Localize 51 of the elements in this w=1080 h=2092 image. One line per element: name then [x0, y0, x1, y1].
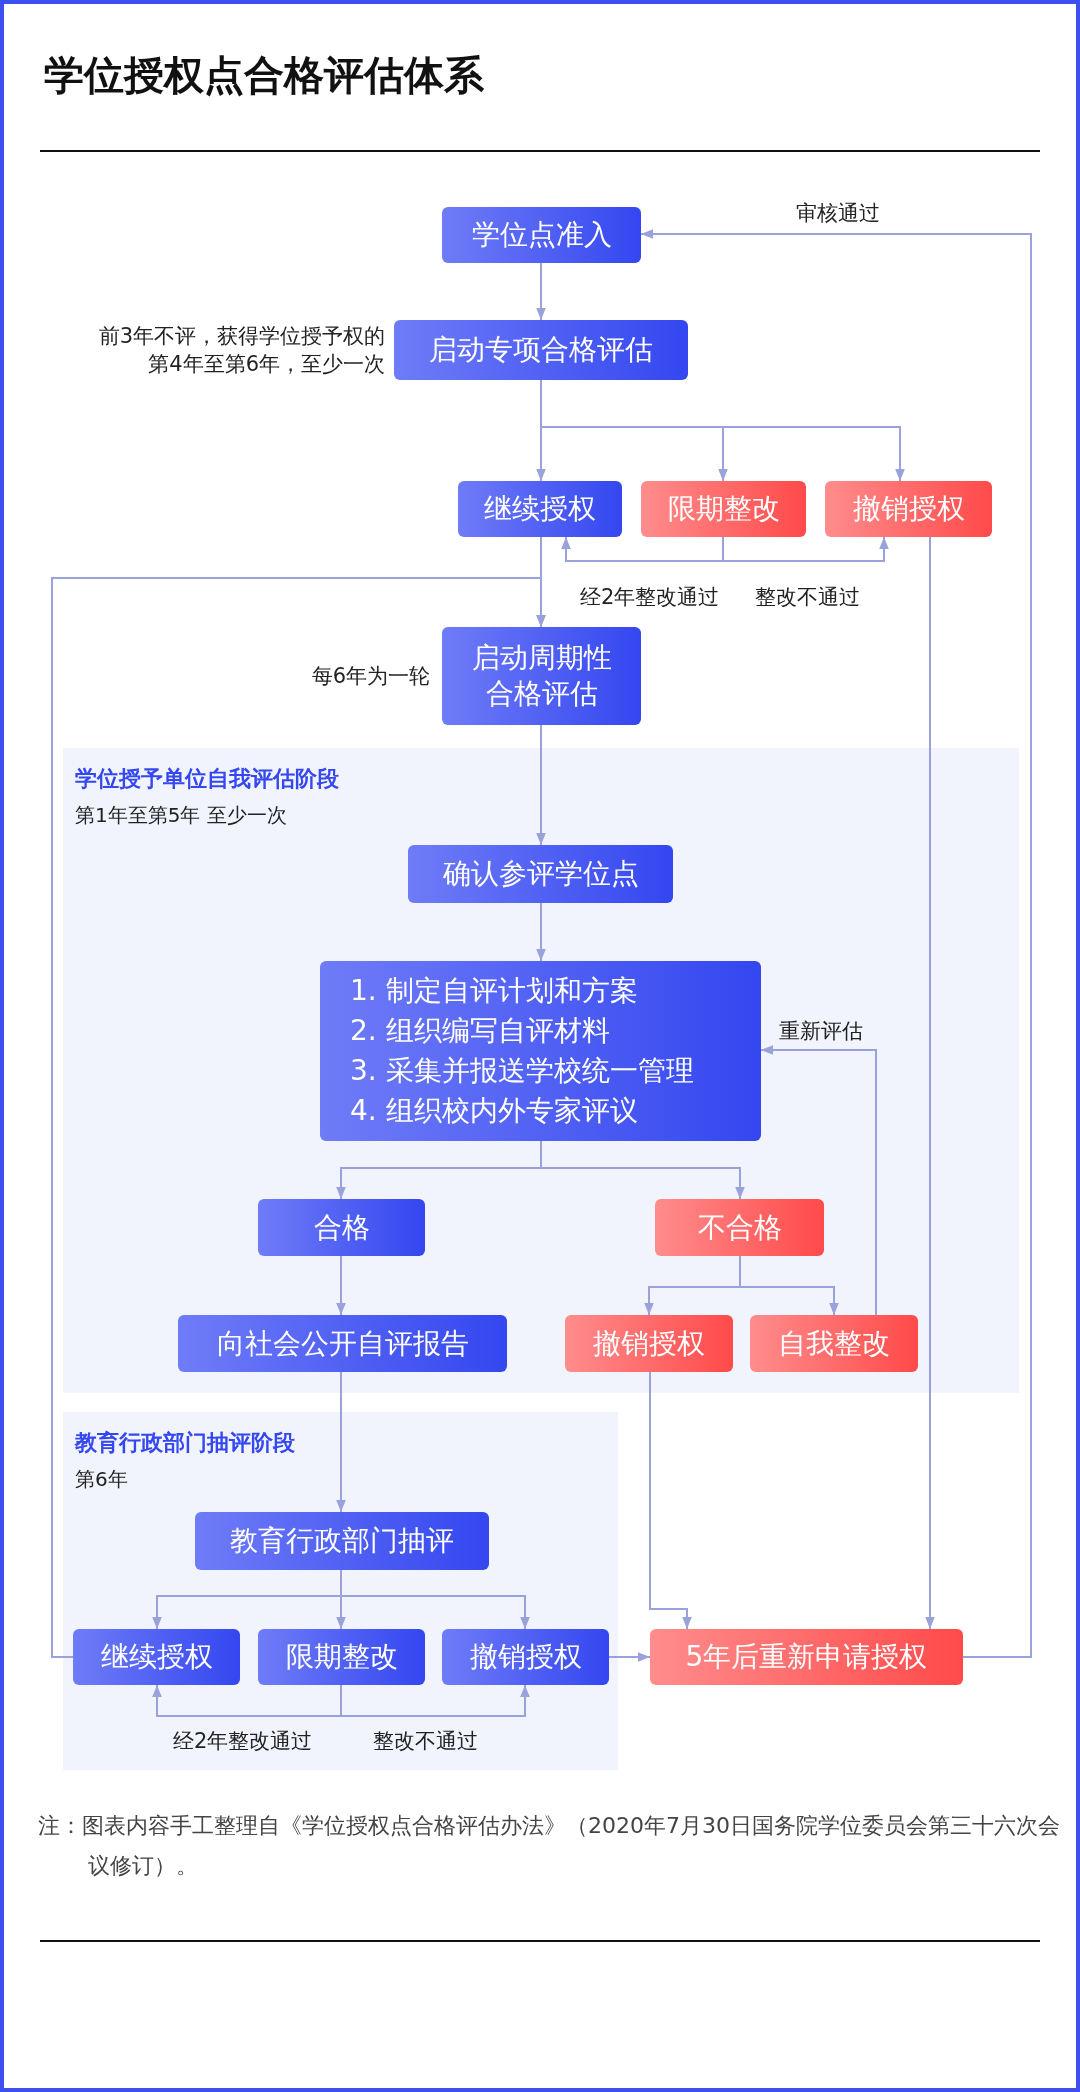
arrow — [608, 1652, 651, 1662]
list-item: 1. 制定自评计划和方案 — [350, 973, 638, 1009]
title: 学位授权点合格评估体系 — [44, 51, 484, 100]
process-box: 教育行政部门抽评 — [195, 1512, 489, 1570]
arrow — [649, 1371, 692, 1630]
edge-label: 重新评估 — [776, 1018, 866, 1044]
alert-box: 5年后重新申请授权 — [650, 1629, 963, 1685]
arrow — [536, 262, 546, 321]
alert-box: 自我整改 — [750, 1315, 918, 1372]
process-box: 启动专项合格评估 — [394, 320, 688, 380]
arrow — [925, 536, 935, 1630]
alert-box: 限期整改 — [641, 481, 806, 537]
process-box: 撤销授权 — [442, 1629, 609, 1685]
arrow — [336, 1255, 346, 1316]
process-box: 向社会公开自评报告 — [178, 1315, 507, 1372]
arrow — [340, 1569, 530, 1630]
arrow — [536, 724, 546, 846]
arrow — [51, 577, 546, 1658]
list-item: 2. 组织编写自评材料 — [350, 1013, 610, 1049]
alert-box: 撤销授权 — [825, 481, 992, 537]
arrow — [340, 1684, 530, 1717]
stage-panel — [63, 1412, 618, 1770]
process-box: 合格 — [258, 1199, 425, 1256]
process-box: 继续授权 — [73, 1629, 240, 1685]
stage-panel — [63, 748, 1019, 1393]
process-box: 继续授权 — [458, 481, 622, 537]
arrow — [760, 1045, 877, 1316]
arrow — [722, 536, 889, 562]
arrow — [739, 1255, 839, 1316]
list-item: 3. 采集并报送学校统一管理 — [350, 1053, 694, 1089]
process-box: 学位点准入 — [442, 207, 641, 263]
arrow — [536, 902, 546, 962]
process-box — [320, 961, 761, 1141]
process-box: 限期整改 — [258, 1629, 425, 1685]
list-item: 4. 组织校内外专家评议 — [350, 1093, 638, 1129]
arrow — [152, 1684, 342, 1717]
stage-note: 第1年至第5年 至少一次 — [75, 802, 287, 829]
stage-heading: 学位授予单位自我评估阶段 — [75, 765, 339, 793]
process-box: 启动周期性合格评估 — [442, 627, 641, 725]
note: 注：图表内容手工整理自《学位授权点合格评估办法》（2020年7月30日国务院学位委员会第三十六次会议修订）。 — [38, 1812, 1061, 1880]
stage-note: 第6年 — [75, 1466, 128, 1493]
arrow — [561, 536, 724, 562]
alert-box: 不合格 — [655, 1199, 824, 1256]
side-note: 前3年不评，获得学位授予权的第4年至第6年，至少一次 — [97, 323, 385, 378]
arrow — [540, 1140, 745, 1200]
process-box: 确认参评学位点 — [408, 845, 673, 903]
arrow — [640, 229, 1032, 1658]
alert-box: 撤销授权 — [565, 1315, 733, 1372]
arrow — [336, 1371, 346, 1513]
stage-heading: 教育行政部门抽评阶段 — [75, 1429, 295, 1457]
side-note: 每6年为一轮 — [310, 663, 430, 690]
